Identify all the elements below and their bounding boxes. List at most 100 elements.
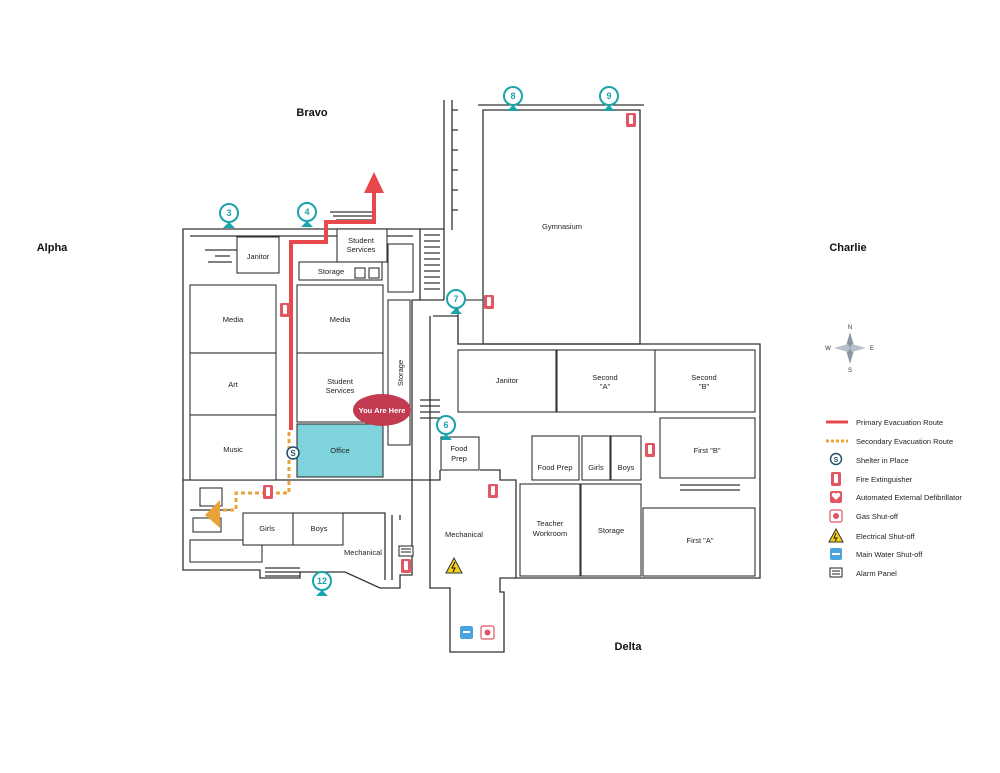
shelter-icon: S bbox=[829, 452, 843, 466]
compass-e: E bbox=[870, 346, 874, 352]
direction-charlie: Charlie bbox=[829, 242, 866, 254]
primary-evacuation-route bbox=[289, 172, 384, 430]
room-office: Office bbox=[330, 446, 349, 455]
room-first-a: First "A" bbox=[687, 536, 714, 545]
room-second-a-line2: "A" bbox=[600, 382, 611, 391]
water-shutoff-icon bbox=[460, 626, 473, 639]
svg-text:Secondary Evacuation Route: Secondary Evacuation Route bbox=[856, 437, 953, 446]
shelter-in-place-icon: S bbox=[286, 446, 300, 460]
legend-item: Alarm Panel bbox=[829, 567, 897, 578]
room-student-services-center-line2: Services bbox=[326, 386, 355, 395]
electrical-shutoff-icon bbox=[445, 556, 463, 574]
svg-text:7: 7 bbox=[453, 294, 458, 304]
room-student-services-north-line2: Services bbox=[347, 245, 376, 254]
electrical-shutoff-icon bbox=[828, 527, 844, 543]
room-mechanical-center: Mechanical bbox=[445, 530, 483, 539]
room-music: Music bbox=[223, 445, 243, 454]
room-mechanical-west: Mechanical bbox=[344, 548, 382, 557]
svg-text:9: 9 bbox=[606, 91, 611, 101]
legend-item: S Shelter in Place bbox=[829, 452, 909, 466]
secondary-evacuation-route bbox=[205, 432, 291, 528]
room-second-b-line1: Second bbox=[691, 373, 716, 382]
legend-item: Main Water Shut-off bbox=[830, 548, 923, 560]
legend-item: Gas Shut-off bbox=[829, 509, 899, 523]
room-food-prep-west-line1: Food bbox=[450, 444, 467, 453]
compass-n: N bbox=[848, 325, 852, 331]
gas-shutoff-icon bbox=[480, 625, 495, 640]
legend-item: Automated External Defibrillator bbox=[830, 491, 962, 503]
svg-text:Main Water Shut-off: Main Water Shut-off bbox=[856, 550, 923, 559]
fire-extinguisher-icon bbox=[280, 303, 290, 317]
svg-text:Fire Extinguisher: Fire Extinguisher bbox=[856, 475, 913, 484]
room-boys-west: Boys bbox=[311, 524, 328, 533]
room-student-services-center-line1: Student bbox=[327, 377, 354, 386]
you-are-here-callout: You Are Here bbox=[353, 394, 411, 426]
svg-text:8: 8 bbox=[510, 91, 515, 101]
room-storage-vertical: Storage bbox=[396, 360, 405, 386]
svg-text:6: 6 bbox=[443, 420, 448, 430]
svg-text:12: 12 bbox=[317, 576, 327, 586]
fire-extinguisher-icon bbox=[488, 484, 498, 498]
legend: Primary Evacuation Route Secondary Evacu… bbox=[826, 418, 962, 578]
compass-w: W bbox=[825, 346, 831, 352]
legend-item: Electrical Shut-off bbox=[828, 527, 916, 543]
fire-extinguisher-icon bbox=[263, 485, 273, 499]
room-office-highlight bbox=[296, 423, 384, 478]
exit-marker-6[interactable]: 6 bbox=[436, 415, 456, 441]
water-shutoff-icon bbox=[830, 548, 842, 560]
svg-text:Electrical Shut-off: Electrical Shut-off bbox=[856, 532, 916, 541]
room-art: Art bbox=[228, 380, 239, 389]
room-student-services-north-line1: Student bbox=[348, 236, 375, 245]
compass-s: S bbox=[848, 368, 852, 374]
svg-text:Gas Shut-off: Gas Shut-off bbox=[856, 512, 899, 521]
alarm-panel-icon bbox=[829, 567, 843, 578]
fire-extinguisher-icon bbox=[645, 443, 655, 457]
gas-shutoff-icon bbox=[829, 509, 843, 523]
room-food-prep-east: Food Prep bbox=[537, 463, 572, 472]
fire-extinguisher-icon bbox=[401, 559, 411, 573]
svg-text:S: S bbox=[834, 457, 839, 464]
exit-marker-9[interactable]: 9 bbox=[599, 86, 619, 112]
legend-item: Secondary Evacuation Route bbox=[826, 437, 953, 446]
room-janitor-east: Janitor bbox=[496, 376, 519, 385]
room-storage-north: Storage bbox=[318, 267, 344, 276]
room-storage-east: Storage bbox=[598, 526, 624, 535]
legend-item: Primary Evacuation Route bbox=[826, 418, 943, 427]
room-teacher-workroom-line1: Teacher bbox=[537, 519, 564, 528]
svg-text:Alarm Panel: Alarm Panel bbox=[856, 569, 897, 578]
room-media-center: Media bbox=[330, 315, 351, 324]
exit-marker-3[interactable]: 3 bbox=[219, 203, 239, 229]
room-teacher-workroom-line2: Workroom bbox=[533, 529, 567, 538]
direction-alpha: Alpha bbox=[37, 242, 68, 254]
direction-bravo: Bravo bbox=[296, 107, 327, 119]
exit-marker-12[interactable]: 12 bbox=[312, 571, 332, 597]
svg-text:3: 3 bbox=[226, 208, 231, 218]
room-media-west: Media bbox=[223, 315, 244, 324]
fire-extinguisher-icon bbox=[831, 472, 841, 486]
you-are-here-label: You Are Here bbox=[359, 406, 406, 415]
east-wing: Janitor Second "A" Second "B" Food Prep … bbox=[420, 315, 761, 653]
fire-extinguisher-icon bbox=[626, 113, 636, 127]
alarm-panel-icon bbox=[398, 545, 414, 557]
room-janitor-west: Janitor bbox=[247, 252, 270, 261]
aed-icon bbox=[830, 491, 842, 503]
room-girls-east: Girls bbox=[588, 463, 604, 472]
room-gymnasium: Gymnasium bbox=[542, 222, 582, 231]
compass-rose: N S E W bbox=[825, 325, 874, 374]
svg-text:4: 4 bbox=[304, 207, 309, 217]
room-second-b-line2: "B" bbox=[699, 382, 710, 391]
exit-marker-8[interactable]: 8 bbox=[503, 86, 523, 112]
room-boys-east: Boys bbox=[618, 463, 635, 472]
svg-text:Automated External Defibrillat: Automated External Defibrillator bbox=[856, 493, 962, 502]
room-first-b: First "B" bbox=[694, 446, 721, 455]
fire-extinguisher-icon bbox=[484, 295, 494, 309]
svg-text:Shelter in Place: Shelter in Place bbox=[856, 456, 909, 465]
legend-item: Fire Extinguisher bbox=[831, 472, 913, 486]
exit-marker-4[interactable]: 4 bbox=[297, 202, 317, 228]
svg-text:Primary Evacuation Route: Primary Evacuation Route bbox=[856, 418, 943, 427]
room-second-a-line1: Second bbox=[592, 373, 617, 382]
room-girls-west: Girls bbox=[259, 524, 275, 533]
direction-delta: Delta bbox=[615, 641, 643, 653]
exit-marker-7[interactable]: 7 bbox=[446, 289, 466, 315]
